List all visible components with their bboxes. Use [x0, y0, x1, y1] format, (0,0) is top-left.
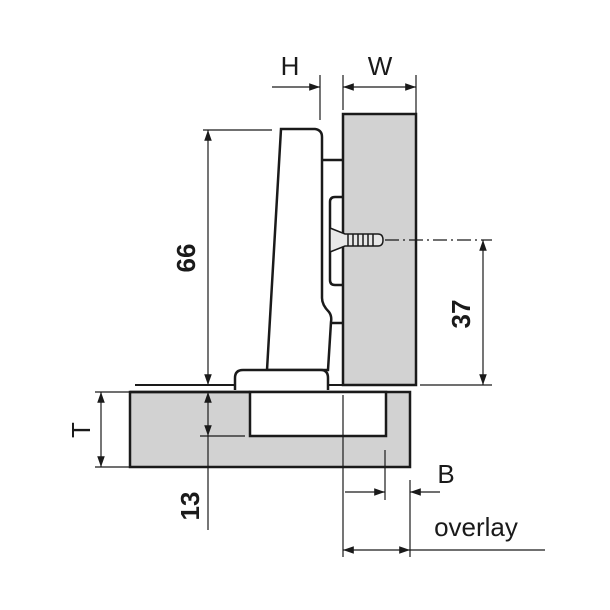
label-b: B — [437, 459, 454, 489]
screw-icon — [329, 226, 384, 254]
cup-bore — [248, 390, 388, 438]
hinge-cup — [233, 368, 330, 390]
label-13: 13 — [175, 492, 205, 521]
label-66: 66 — [171, 244, 201, 273]
label-t: T — [66, 422, 96, 438]
side-panel — [341, 112, 418, 387]
label-37: 37 — [446, 300, 476, 329]
label-h: H — [281, 51, 300, 81]
hinge-arm — [265, 127, 333, 372]
label-w: W — [368, 51, 393, 81]
label-overlay: overlay — [434, 512, 518, 542]
